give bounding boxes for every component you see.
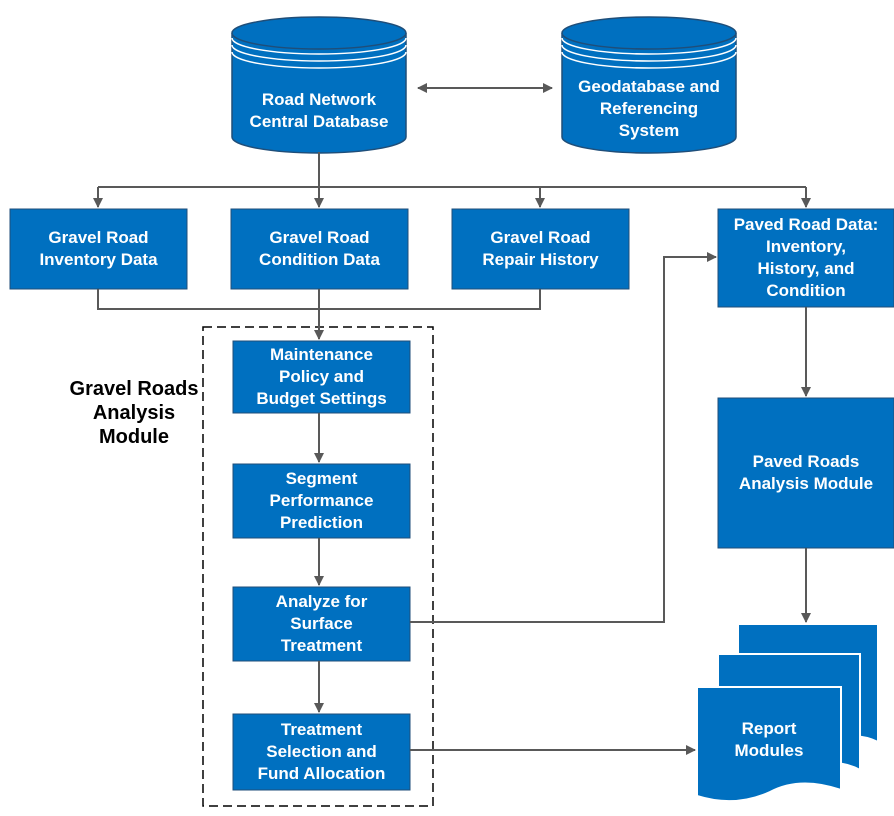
paved-module-label: Paved Roads Analysis Module: [738, 452, 874, 493]
connectors: [93, 83, 811, 755]
paved-module-box: [717, 397, 894, 549]
central-database-label: Road Network Central Database: [249, 90, 389, 131]
report-documents: [696, 623, 879, 803]
maintenance-label: Maintenance Policy and Budget Settings: [256, 345, 387, 408]
condition-box: [230, 208, 409, 290]
treatment-label: Treatment Selection and Fund Allocation: [257, 720, 386, 783]
segment-label: Segment Performance Prediction: [269, 469, 374, 532]
geodatabase-cylinder: [561, 16, 737, 154]
maintenance-box: [232, 340, 411, 414]
inventory-box: [9, 208, 188, 290]
report-label: Report Modules: [734, 719, 804, 760]
gravel-module-label: Gravel Roads Analysis Module: [69, 378, 199, 448]
paved-data-label: Paved Road Data: Inventory, History, and…: [733, 215, 879, 300]
geodatabase-label: Geodatabase and Referencing System: [578, 77, 720, 140]
analyze-to-paved-arrow: [410, 252, 717, 623]
condition-label: Gravel Road Condition Data: [259, 228, 380, 269]
repair-label: Gravel Road Repair History: [482, 228, 599, 269]
treatment-box: [232, 713, 411, 791]
analyze-box: [232, 586, 411, 662]
analyze-label: Analyze for Surface Treatment: [275, 592, 368, 655]
central-database-cylinder: [231, 16, 407, 154]
inventory-label: Gravel Road Inventory Data: [39, 228, 158, 269]
segment-box: [232, 463, 411, 539]
paved-data-box: [717, 208, 894, 308]
